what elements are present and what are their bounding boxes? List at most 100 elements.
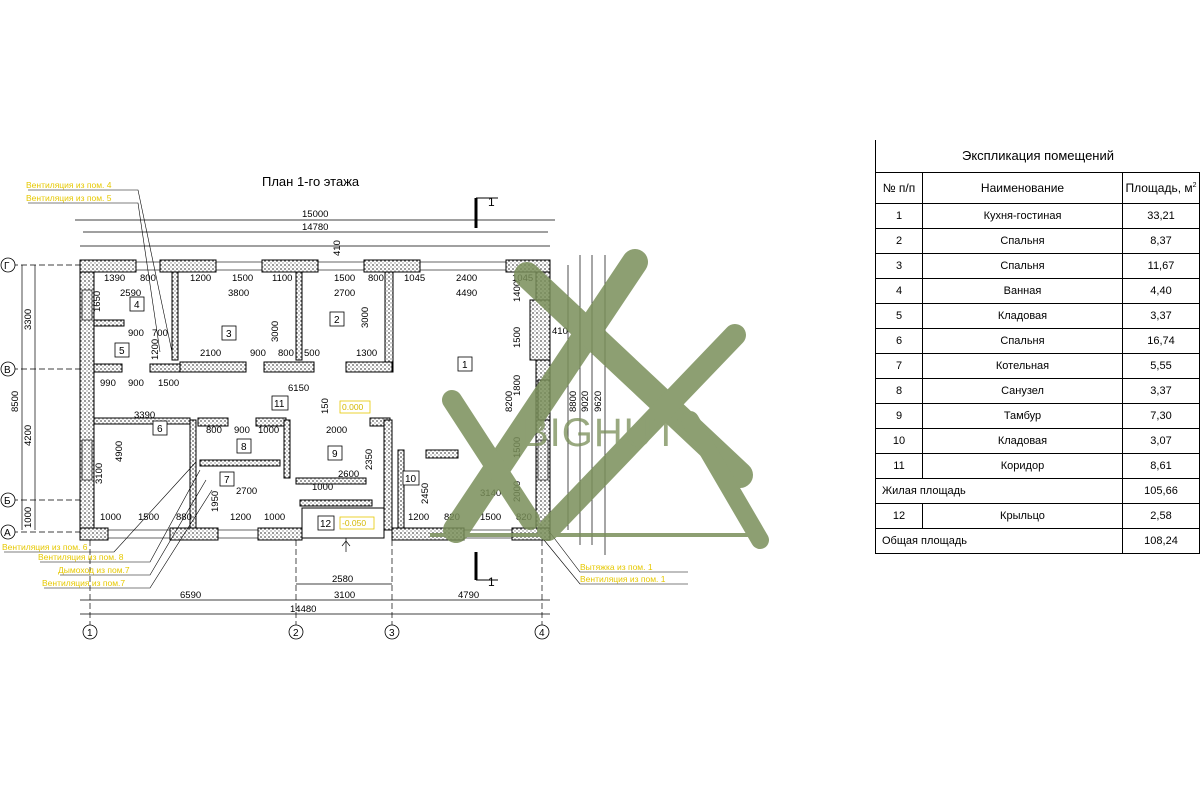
cell-num: 11 bbox=[875, 453, 923, 479]
axis-label: 2 bbox=[293, 628, 299, 639]
dim-text: 1200 bbox=[190, 273, 211, 284]
dim-text: 1045 bbox=[404, 273, 425, 284]
dim-text: 1000 bbox=[312, 482, 333, 493]
dim-text: 1500 bbox=[480, 512, 501, 523]
dim-text: 1400 bbox=[512, 281, 523, 302]
dim-text: 1500 bbox=[334, 273, 355, 284]
dim-text: 6150 bbox=[288, 383, 309, 394]
room-number: 5 bbox=[119, 346, 125, 357]
living-label: Жилая площадь bbox=[875, 478, 1123, 504]
cell-area: 3,07 bbox=[1122, 428, 1200, 454]
cell-name: Коридор bbox=[922, 453, 1123, 479]
table-row-total: Общая площадь 108,24 bbox=[875, 528, 1200, 554]
cell-name: Санузел bbox=[922, 378, 1123, 404]
cell-name: Спальня bbox=[922, 228, 1123, 254]
room-number-boxes bbox=[114, 296, 473, 531]
level-mark: -0.050 bbox=[342, 518, 366, 528]
dim-text: 14480 bbox=[290, 604, 316, 615]
living-value: 105,66 bbox=[1122, 478, 1200, 504]
axis-label: 4 bbox=[539, 628, 545, 639]
cell-name: Кладовая bbox=[922, 303, 1123, 329]
room-number: 4 bbox=[134, 300, 140, 311]
table-header-row: № п/п Наименование Площадь, м2 bbox=[875, 172, 1200, 204]
window-openings bbox=[81, 261, 549, 539]
cell-num: 3 bbox=[875, 253, 923, 279]
cell-name: Тамбур bbox=[922, 403, 1123, 429]
dim-text: 15000 bbox=[302, 209, 328, 220]
room-number: 11 bbox=[274, 399, 285, 410]
dim-text: 2350 bbox=[364, 449, 375, 470]
leader-label: Вентиляция из пом. 1 bbox=[580, 574, 666, 584]
cell-name: Спальня bbox=[922, 253, 1123, 279]
explication-table: Экспликация помещений № п/п Наименование… bbox=[875, 140, 1200, 554]
dim-text: 800 bbox=[140, 273, 156, 284]
dim-text: 4200 bbox=[23, 425, 34, 446]
cell-num: 10 bbox=[875, 428, 923, 454]
axis-label: Б bbox=[4, 496, 11, 507]
dim-text: 1500 bbox=[158, 378, 179, 389]
cell-num: 8 bbox=[875, 378, 923, 404]
axis-bubbles-letters bbox=[0, 257, 16, 540]
dim-text: 500 bbox=[304, 348, 320, 359]
room-number: 2 bbox=[334, 315, 340, 326]
explication-title: Экспликация помещений bbox=[875, 140, 1200, 172]
cell-num: 2 bbox=[875, 228, 923, 254]
cell-area: 16,74 bbox=[1122, 328, 1200, 354]
leader-label: Вентиляция из пом. 6 bbox=[2, 542, 88, 552]
dim-text: 3000 bbox=[360, 307, 371, 328]
section-mark-top: 1 bbox=[474, 195, 498, 228]
axis-label: 1 bbox=[87, 628, 93, 639]
dim-text: 2450 bbox=[420, 483, 431, 504]
dim-text: 2400 bbox=[456, 273, 477, 284]
cell-num: 9 bbox=[875, 403, 923, 429]
dim-text: 1500 bbox=[512, 327, 523, 348]
cell-area: 5,55 bbox=[1122, 353, 1200, 379]
dim-text: 3000 bbox=[270, 321, 281, 342]
dim-text: 800 bbox=[278, 348, 294, 359]
dim-text: 1500 bbox=[138, 512, 159, 523]
leader-label: Вытяжка из пом. 1 bbox=[580, 562, 653, 572]
dim-text: 3800 bbox=[228, 288, 249, 299]
porch-num: 12 bbox=[875, 503, 923, 529]
section-mark-label: 1 bbox=[488, 575, 495, 589]
cell-area: 7,30 bbox=[1122, 403, 1200, 429]
dim-text: 1000 bbox=[264, 512, 285, 523]
section-mark-label: 1 bbox=[488, 195, 495, 209]
dim-text: 9020 bbox=[580, 391, 591, 412]
dim-text: 4490 bbox=[456, 288, 477, 299]
dim-text: 900 bbox=[128, 378, 144, 389]
cell-area: 8,61 bbox=[1122, 453, 1200, 479]
dim-text: 1200 bbox=[150, 339, 161, 360]
dim-text: 1200 bbox=[408, 512, 429, 523]
dim-text: 410 bbox=[332, 240, 343, 256]
interior-walls bbox=[93, 271, 459, 531]
total-label: Общая площадь bbox=[875, 528, 1123, 554]
axis-bubbles-numbers bbox=[82, 624, 550, 640]
dim-text: 700 bbox=[152, 328, 168, 339]
room-number: 7 bbox=[224, 475, 230, 486]
dim-text: 2700 bbox=[236, 486, 257, 497]
cell-area: 33,21 bbox=[1122, 203, 1200, 229]
cell-area: 3,37 bbox=[1122, 378, 1200, 404]
cell-name: Ванная bbox=[922, 278, 1123, 304]
axis-label: Г bbox=[4, 261, 10, 272]
dim-text: 6590 bbox=[180, 590, 201, 601]
level-mark: 0.000 bbox=[342, 402, 364, 412]
header-name: Наименование bbox=[922, 172, 1123, 204]
room-number: 1 bbox=[462, 360, 468, 371]
dim-text: 1300 bbox=[356, 348, 377, 359]
dim-text: 1000 bbox=[100, 512, 121, 523]
dim-text: 2700 bbox=[334, 288, 355, 299]
leader-label: Вентиляция из пом.7 bbox=[42, 578, 125, 588]
leader-label: Дымоход из пом.7 bbox=[58, 565, 130, 575]
